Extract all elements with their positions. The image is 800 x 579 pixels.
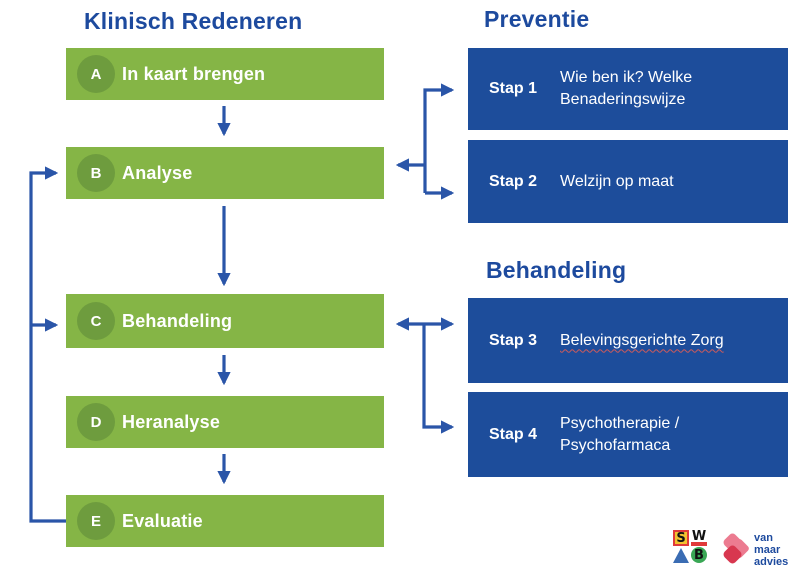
stap-2-description: Welzijn op maat [560, 172, 674, 190]
stap-2-box: Stap 2 Welzijn op maat [468, 140, 788, 223]
flow-step-a: A In kaart brengen [66, 48, 384, 100]
preventie-section-title: Preventie [484, 6, 590, 32]
stap-1-box: Stap 1 Wie ben ik? Welke Benaderingswijz… [468, 48, 788, 130]
flow-step-d: D Heranalyse [66, 396, 384, 448]
flow-step-c: C Behandeling [66, 294, 384, 348]
step-c-label: Behandeling [122, 310, 233, 331]
stap-4-description: Psychotherapie / Psychofarmaca [560, 414, 680, 454]
van-maar-advies-logo: van maar advies [718, 531, 796, 570]
step-d-letter-badge: D [77, 403, 115, 441]
vma-text-line3: advies [754, 556, 789, 568]
stap-3-description: Belevingsgerichte Zorg [560, 331, 724, 349]
step-d-label: Heranalyse [122, 411, 221, 432]
behandeling-section-title: Behandeling [486, 257, 627, 283]
stap-3-box: Stap 3 Belevingsgerichte Zorg [468, 298, 788, 383]
flow-step-b: B Analyse [66, 147, 384, 199]
step-c-letter-badge: C [77, 302, 115, 340]
swb-logo: S W B [673, 529, 707, 564]
arrow-e-to-b-feedback [29, 166, 66, 523]
swb-logo-letter-w: W [691, 529, 707, 546]
step-a-label: In kaart brengen [122, 63, 266, 84]
arrow-b-to-stap1 [423, 83, 455, 193]
vma-text-line2: maar [754, 544, 781, 556]
swb-logo-triangle-icon [673, 548, 689, 563]
vma-logo-text: van maar advies [754, 532, 788, 568]
step-e-letter-badge: E [77, 502, 115, 540]
arrow-c-to-stap4 [422, 324, 455, 434]
stap-1-description: Wie ben ik? Welke Benaderingswijze [560, 69, 693, 108]
stap-4-box: Stap 4 Psychotherapie / Psychofarmaca [468, 392, 788, 477]
step-e-label: Evaluatie [122, 510, 203, 531]
step-a-letter-badge: A [77, 55, 115, 93]
stap-4-label: Stap 4 [489, 425, 538, 443]
stap-1-label: Stap 1 [489, 80, 538, 97]
swb-logo-letter-b: B [691, 547, 707, 563]
stap-2-label: Stap 2 [489, 172, 538, 190]
flow-step-e: E Evaluatie [66, 495, 384, 547]
swb-logo-letter-s: S [673, 530, 689, 546]
stap-3-label: Stap 3 [489, 331, 538, 349]
step-b-label: Analyse [122, 162, 193, 183]
left-panel-title: Klinisch Redeneren [84, 8, 303, 34]
step-b-letter-badge: B [77, 154, 115, 192]
vma-text-line1: van [754, 532, 773, 544]
